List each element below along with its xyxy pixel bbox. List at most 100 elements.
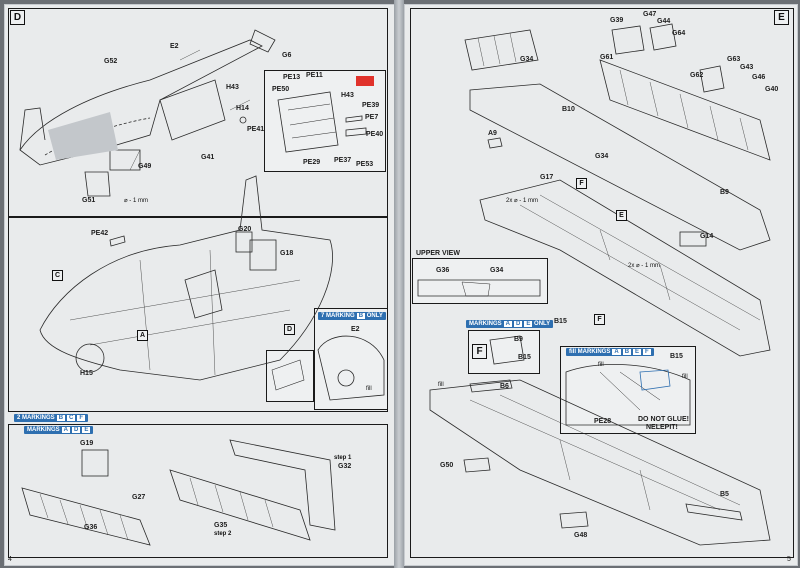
part-g49 xyxy=(109,149,141,171)
ref-letter-e: E xyxy=(616,210,627,221)
label-b15-fill: B15 xyxy=(670,353,683,360)
label-g34-mid: G34 xyxy=(595,153,609,160)
wing-lower-bottom xyxy=(429,379,771,546)
label-pe28: PE28 xyxy=(594,418,612,425)
markings-row1-text: MARKINGS xyxy=(22,415,55,421)
ref-letter-a: A xyxy=(137,330,148,341)
part-h14 xyxy=(239,116,247,124)
step-1-label: step 1 xyxy=(334,455,352,461)
fill-inset-wing xyxy=(565,364,691,426)
wing-b10 xyxy=(469,83,771,251)
part-b6 xyxy=(469,379,513,393)
part-g18 xyxy=(249,239,277,271)
label-g41: G41 xyxy=(201,154,215,161)
markings-box-text: MARKINGS xyxy=(469,321,502,327)
part-g19 xyxy=(81,449,109,477)
markings-box-suffix: ONLY xyxy=(534,321,551,327)
part-g50 xyxy=(463,457,491,473)
left-page-number: 4 xyxy=(8,556,12,563)
right-section-frame xyxy=(410,8,794,558)
label-pe13: PE13 xyxy=(283,74,301,81)
label-g52: G52 xyxy=(104,58,118,65)
lead-lines-top xyxy=(129,49,251,171)
do-not-glue-warning: DO NOT GLUE! xyxy=(638,416,689,423)
label-g43: G43 xyxy=(740,64,754,71)
label-g36-upper: G36 xyxy=(436,267,450,274)
part-g48 xyxy=(559,511,589,529)
step-2-label: step 2 xyxy=(214,531,232,537)
f-detail-letter: F xyxy=(472,344,487,359)
markings-row2-text: MARKINGS xyxy=(27,427,60,433)
inset-wheel xyxy=(337,369,355,387)
fill-markings-prefix: fill xyxy=(569,349,576,355)
ref-letter-f-mid: F xyxy=(594,314,605,325)
part-a9 xyxy=(487,137,503,149)
label-pe42: PE42 xyxy=(91,230,109,237)
label-pe29: PE29 xyxy=(303,159,321,166)
label-g51: G51 xyxy=(82,197,96,204)
label-b15-inset: B15 xyxy=(518,354,531,361)
cockpit-seat xyxy=(184,269,223,319)
label-b9: B9 xyxy=(720,189,729,196)
fuselage-half-top xyxy=(19,39,263,166)
gear-doors xyxy=(611,23,725,93)
label-g36: G36 xyxy=(84,524,98,531)
fuselage-assembly xyxy=(39,175,333,381)
fill-markings-letter-f: F xyxy=(643,349,651,355)
inset-pe7 xyxy=(345,115,363,123)
f-inset-part xyxy=(489,335,525,365)
fill-note-left: fill xyxy=(366,386,372,392)
label-e2-inset: E2 xyxy=(351,326,360,333)
inset-small-part xyxy=(271,359,305,391)
section-letter-d: D xyxy=(10,10,25,25)
upper-view-heading: UPPER VIEW xyxy=(416,250,460,257)
wing-panel-lines xyxy=(519,194,761,331)
label-b10: B10 xyxy=(562,106,575,113)
fill-note-right-1: fill xyxy=(598,362,604,368)
bay-g32-ribs xyxy=(189,477,274,528)
inset-cockpit-panel xyxy=(277,91,339,153)
drill-note-left: ⌀ - 1 mm xyxy=(124,198,148,204)
label-pe37: PE37 xyxy=(334,157,352,164)
fuselage-panel-lines xyxy=(69,249,301,376)
part-pe42 xyxy=(109,235,126,247)
fill-note-right-2: fill xyxy=(682,374,688,380)
left-bottom-frame xyxy=(8,424,388,558)
label-g32: G32 xyxy=(338,463,352,470)
markings-box-letter-e: E xyxy=(524,321,533,327)
label-pe41: PE41 xyxy=(247,126,265,133)
marking-callout-number: 7 xyxy=(321,313,325,319)
label-g39: G39 xyxy=(610,17,624,24)
label-pe40: PE40 xyxy=(366,131,384,138)
part-g14 xyxy=(679,231,707,247)
bay-g32 xyxy=(229,439,336,531)
markings-row1-letter-c: C xyxy=(67,415,76,421)
part-g6 xyxy=(249,29,276,53)
label-g27: G27 xyxy=(132,494,146,501)
part-g20 xyxy=(235,231,253,253)
markings-row1-letter-f: F xyxy=(77,415,86,421)
label-g48: G48 xyxy=(574,532,588,539)
upper-view-center xyxy=(461,281,491,297)
marking-callout-suffix: ONLY xyxy=(366,313,383,319)
markings-row1-letter-b: B xyxy=(56,415,66,421)
markings-row2-letter-d: D xyxy=(72,427,81,433)
drill-note-right-1: 2x ⌀ - 1 mm xyxy=(506,198,538,204)
inset-panel-ribs xyxy=(287,103,337,139)
upper-view-panel xyxy=(417,279,541,297)
wing-lower-panels xyxy=(469,394,741,511)
ref-letter-d: D xyxy=(284,324,295,335)
label-g40: G40 xyxy=(765,86,779,93)
label-b9-inset: B9 xyxy=(514,336,523,343)
bay-g36 xyxy=(21,487,151,546)
left-top-divider xyxy=(8,216,388,218)
label-g19: G19 xyxy=(80,440,94,447)
fill-detail-inset xyxy=(560,346,696,434)
label-g17: G17 xyxy=(540,174,554,181)
label-h43-inset: H43 xyxy=(341,92,354,99)
